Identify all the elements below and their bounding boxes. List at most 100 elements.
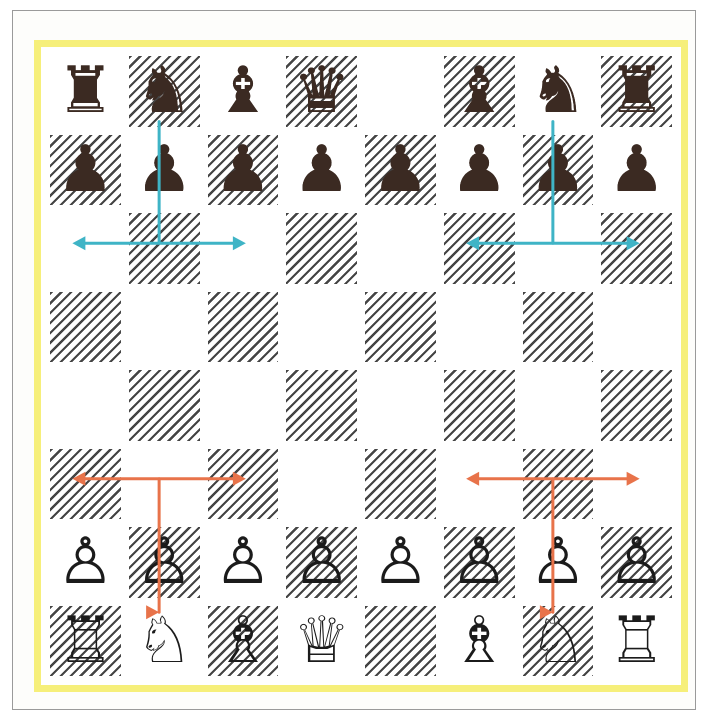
- square-e7: ♟: [361, 131, 440, 210]
- square-a7: ♟: [46, 131, 125, 210]
- square-b7: ♟: [125, 131, 204, 210]
- square-hatching: [444, 213, 515, 284]
- square-g4: [519, 366, 598, 445]
- square-hatching: [365, 449, 436, 520]
- square-hatching: [50, 292, 121, 363]
- square-g7: ♟: [519, 131, 598, 210]
- square-f7: ♟: [440, 131, 519, 210]
- square-e1: [361, 602, 440, 681]
- square-d6: [282, 209, 361, 288]
- white-bishop-icon: ♗: [214, 609, 271, 673]
- square-hatching: [601, 370, 672, 441]
- black-pawn-icon: ♟: [293, 138, 350, 202]
- square-e2: ♙: [361, 523, 440, 602]
- white-pawn-icon: ♙: [529, 530, 586, 594]
- square-hatching: [286, 213, 357, 284]
- square-f3: [440, 445, 519, 524]
- black-rook-icon: ♜: [57, 59, 114, 123]
- black-queen-icon: ♛: [293, 59, 350, 123]
- square-hatching: [601, 213, 672, 284]
- black-knight-icon: ♞: [529, 59, 586, 123]
- square-g8: ♞: [519, 52, 598, 131]
- chessboard: ♜♞♝♛♝♞♜♟♟♟♟♟♟♟♟♙♙♙♙♙♙♙♙♖♘♗♕♗♘♖: [46, 52, 676, 680]
- square-h6: [597, 209, 676, 288]
- white-queen-icon: ♕: [293, 609, 350, 673]
- square-b5: [125, 288, 204, 367]
- square-d4: [282, 366, 361, 445]
- black-pawn-icon: ♟: [529, 138, 586, 202]
- square-e6: [361, 209, 440, 288]
- square-h5: [597, 288, 676, 367]
- square-h8: ♜: [597, 52, 676, 131]
- black-pawn-icon: ♟: [214, 138, 271, 202]
- square-b2: ♙: [125, 523, 204, 602]
- square-h7: ♟: [597, 131, 676, 210]
- square-c1: ♗: [204, 602, 283, 681]
- square-d3: [282, 445, 361, 524]
- square-hatching: [129, 370, 200, 441]
- square-e3: [361, 445, 440, 524]
- square-c4: [204, 366, 283, 445]
- square-d7: ♟: [282, 131, 361, 210]
- black-pawn-icon: ♟: [608, 138, 665, 202]
- square-e5: [361, 288, 440, 367]
- square-f2: ♙: [440, 523, 519, 602]
- square-hatching: [50, 449, 121, 520]
- black-pawn-icon: ♟: [372, 138, 429, 202]
- square-c7: ♟: [204, 131, 283, 210]
- square-c6: [204, 209, 283, 288]
- white-pawn-icon: ♙: [372, 530, 429, 594]
- square-h2: ♙: [597, 523, 676, 602]
- square-hatching: [523, 292, 594, 363]
- black-bishop-icon: ♝: [450, 59, 507, 123]
- white-rook-icon: ♖: [57, 609, 114, 673]
- white-bishop-icon: ♗: [450, 609, 507, 673]
- square-d5: [282, 288, 361, 367]
- square-a6: [46, 209, 125, 288]
- black-bishop-icon: ♝: [214, 59, 271, 123]
- square-c2: ♙: [204, 523, 283, 602]
- square-h4: [597, 366, 676, 445]
- square-a1: ♖: [46, 602, 125, 681]
- square-g6: [519, 209, 598, 288]
- square-hatching: [365, 606, 436, 677]
- square-g1: ♘: [519, 602, 598, 681]
- square-e4: [361, 366, 440, 445]
- black-rook-icon: ♜: [608, 59, 665, 123]
- square-d2: ♙: [282, 523, 361, 602]
- square-a4: [46, 366, 125, 445]
- square-c5: [204, 288, 283, 367]
- white-pawn-icon: ♙: [608, 530, 665, 594]
- square-d8: ♛: [282, 52, 361, 131]
- square-hatching: [523, 449, 594, 520]
- square-f4: [440, 366, 519, 445]
- square-hatching: [129, 213, 200, 284]
- chessboard-border: ♜♞♝♛♝♞♜♟♟♟♟♟♟♟♟♙♙♙♙♙♙♙♙♖♘♗♕♗♘♖: [34, 40, 688, 692]
- white-pawn-icon: ♙: [214, 530, 271, 594]
- square-b8: ♞: [125, 52, 204, 131]
- white-pawn-icon: ♙: [135, 530, 192, 594]
- square-c8: ♝: [204, 52, 283, 131]
- square-g2: ♙: [519, 523, 598, 602]
- square-f8: ♝: [440, 52, 519, 131]
- black-pawn-icon: ♟: [450, 138, 507, 202]
- square-f6: [440, 209, 519, 288]
- white-knight-icon: ♘: [135, 609, 192, 673]
- white-pawn-icon: ♙: [450, 530, 507, 594]
- black-knight-icon: ♞: [135, 59, 192, 123]
- square-a3: [46, 445, 125, 524]
- white-pawn-icon: ♙: [57, 530, 114, 594]
- square-hatching: [208, 292, 279, 363]
- square-h3: [597, 445, 676, 524]
- white-pawn-icon: ♙: [293, 530, 350, 594]
- square-a8: ♜: [46, 52, 125, 131]
- square-hatching: [286, 370, 357, 441]
- square-f1: ♗: [440, 602, 519, 681]
- square-h1: ♖: [597, 602, 676, 681]
- square-b6: [125, 209, 204, 288]
- square-d1: ♕: [282, 602, 361, 681]
- white-knight-icon: ♘: [529, 609, 586, 673]
- black-pawn-icon: ♟: [57, 138, 114, 202]
- square-b4: [125, 366, 204, 445]
- square-g3: [519, 445, 598, 524]
